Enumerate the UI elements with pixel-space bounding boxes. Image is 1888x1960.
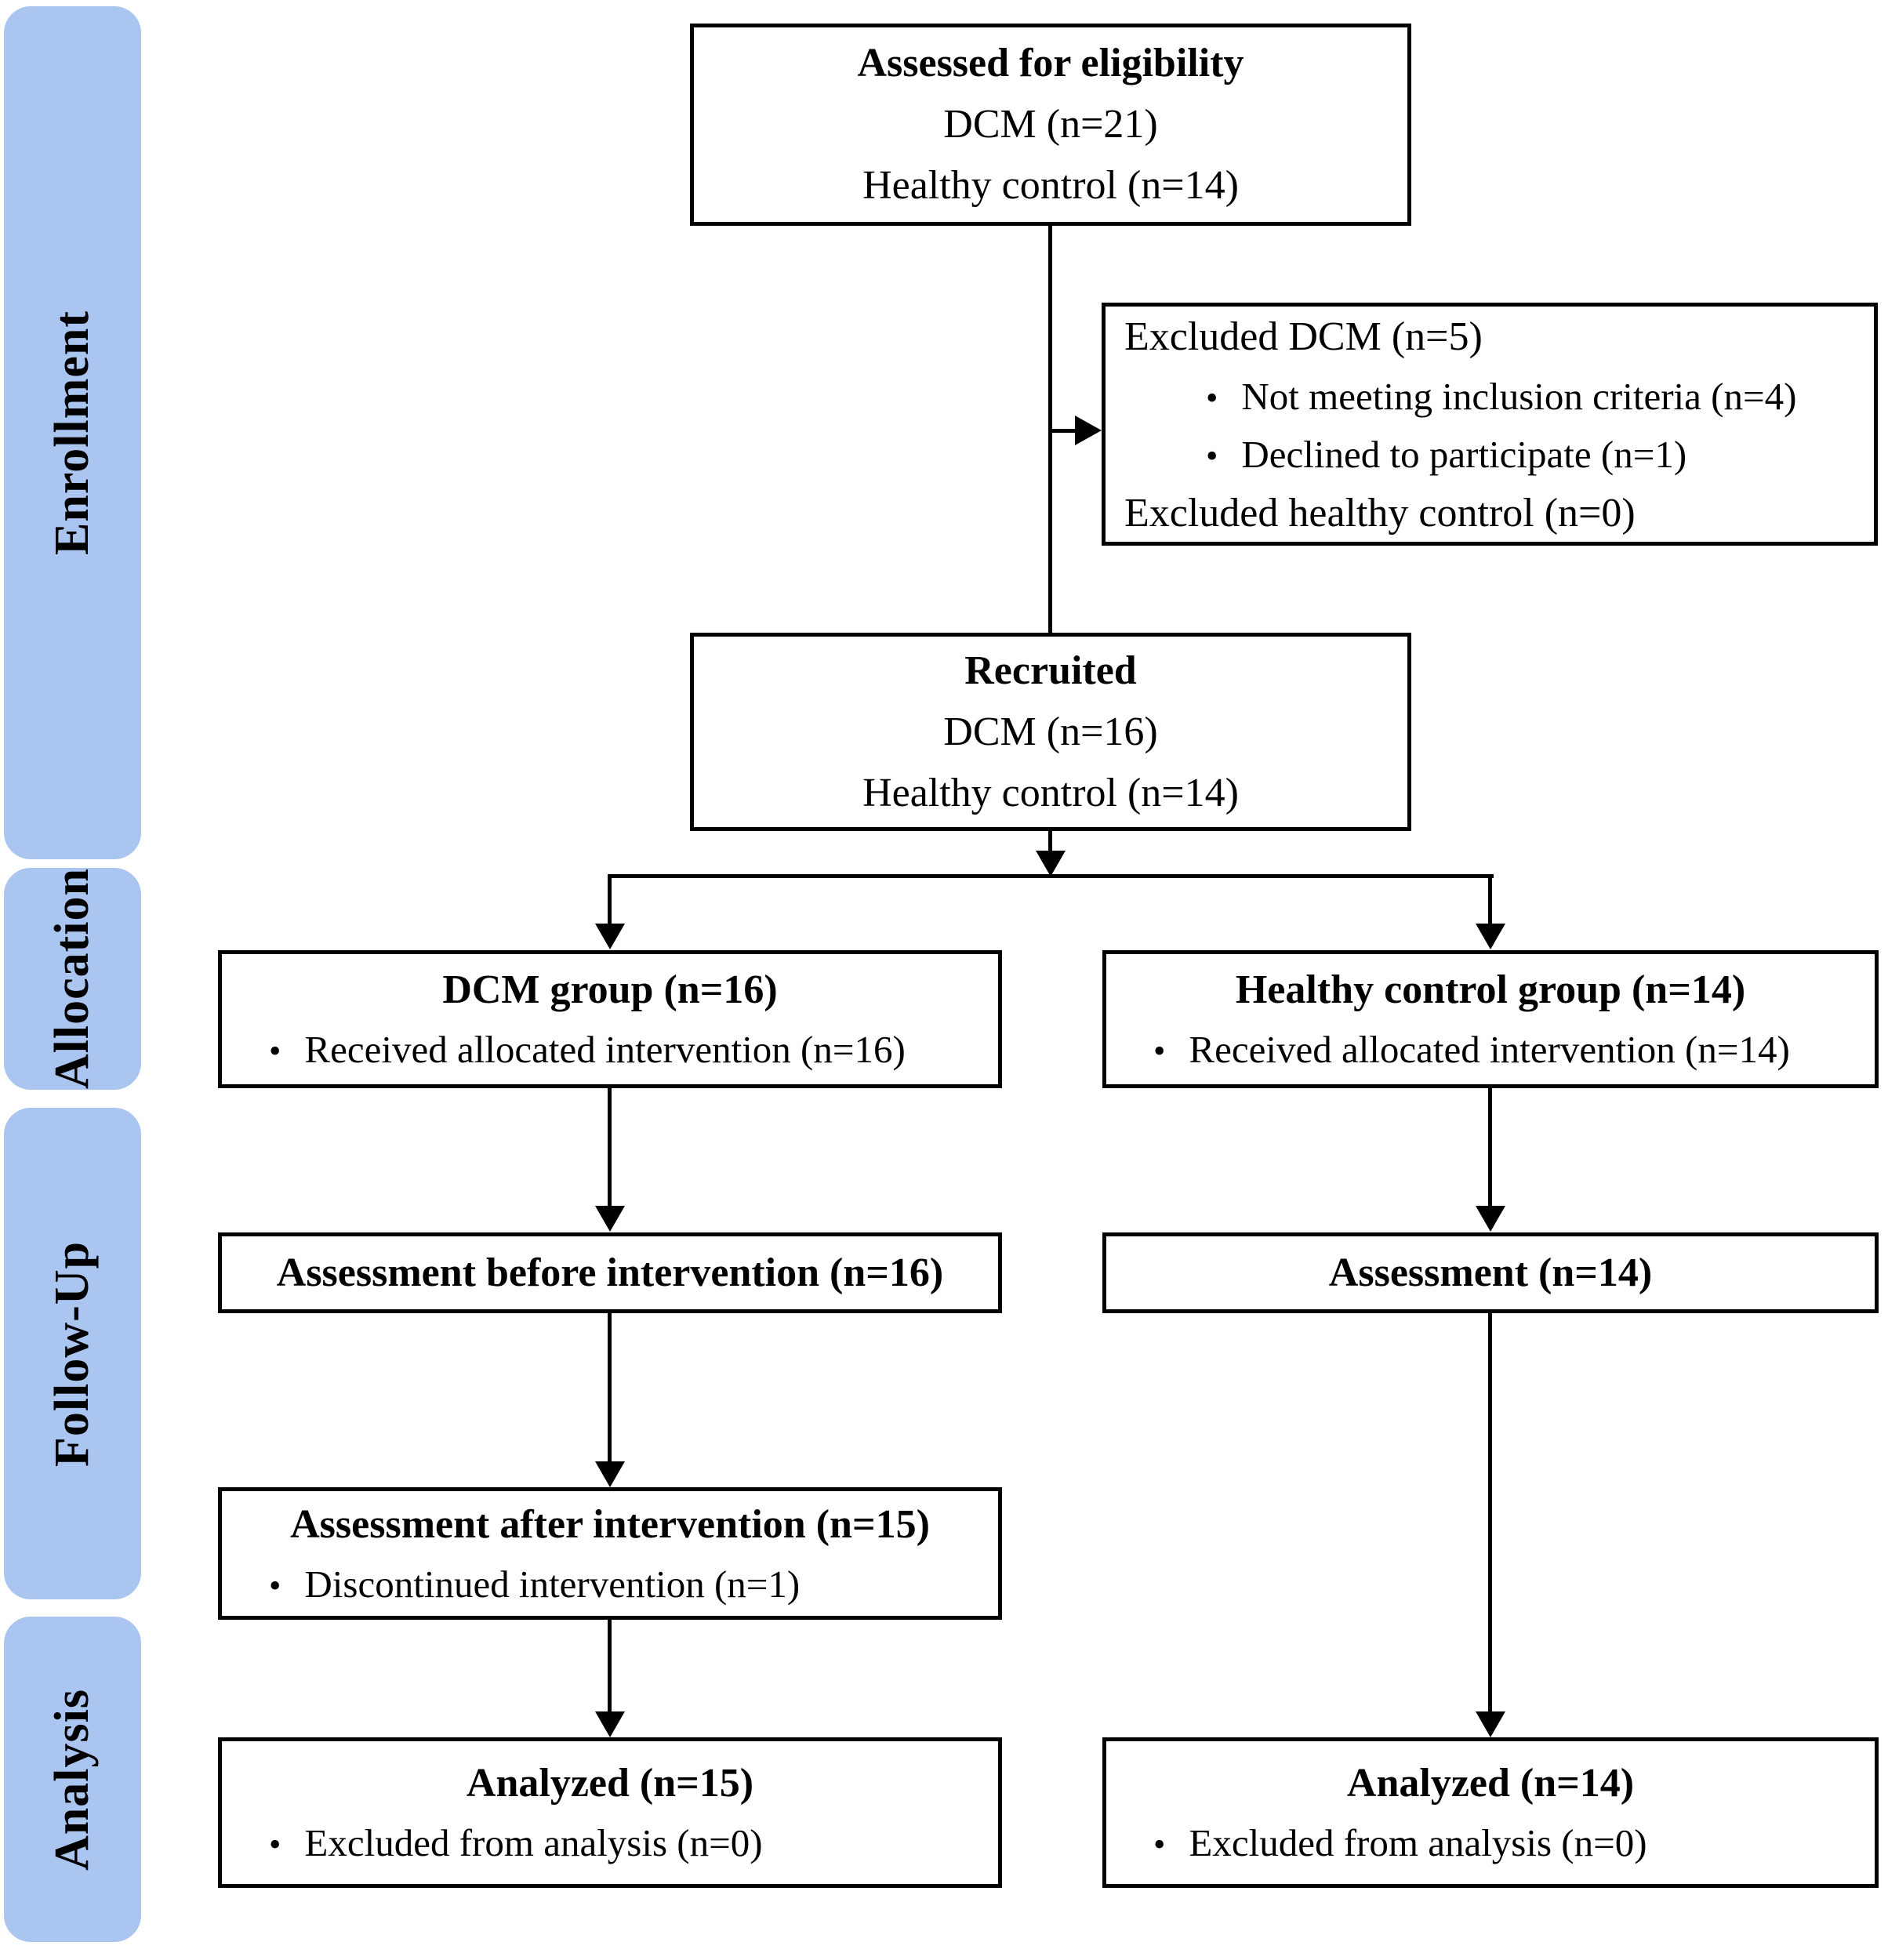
excluded-dcm-line: Excluded DCM (n=5): [1124, 314, 1483, 359]
healthy-group-bullet: Received allocated intervention (n=14): [1106, 1021, 1875, 1079]
box-assessment-healthy: Assessment (n=14): [1102, 1232, 1879, 1313]
box-assessment-after-intervention: Assessment after intervention (n=15) Dis…: [218, 1487, 1002, 1620]
analyzed-healthy-bullet: Excluded from analysis (n=0): [1106, 1814, 1875, 1872]
box-analyzed-dcm: Analyzed (n=15) Excluded from analysis (…: [218, 1737, 1002, 1888]
analyzed-healthy-title: Analyzed (n=14): [1346, 1761, 1635, 1806]
arrowhead-into-assessment-before: [595, 1206, 625, 1232]
line-branch-to-excluded: [1051, 429, 1077, 433]
recruited-healthy-count: Healthy control (n=14): [862, 770, 1239, 815]
excluded-healthy-line: Excluded healthy control (n=0): [1124, 491, 1636, 535]
phase-tile-allocation: Allocation: [4, 868, 141, 1090]
line-assessed-to-recruited: [1048, 226, 1052, 633]
assessment-before-title: Assessment before intervention (n=16): [276, 1250, 944, 1295]
assessed-healthy-count: Healthy control (n=14): [862, 163, 1239, 208]
phase-tile-follow-up: Follow-Up: [4, 1108, 141, 1599]
dcm-group-bullet: Received allocated intervention (n=16): [222, 1021, 998, 1079]
excluded-reason-inclusion: Not meeting inclusion criteria (n=4): [1106, 368, 1874, 426]
recruited-title: Recruited: [964, 648, 1137, 693]
box-analyzed-healthy: Analyzed (n=14) Excluded from analysis (…: [1102, 1737, 1879, 1888]
arrowhead-into-analyzed-healthy: [1476, 1711, 1505, 1737]
line-split-to-dcm-group: [608, 877, 612, 925]
line-assessment-after-to-analyzed: [608, 1620, 612, 1714]
phase-label-analysis: Analysis: [45, 1688, 99, 1871]
arrowhead-into-excluded: [1075, 416, 1102, 445]
line-dcm-group-to-assessment-before: [608, 1088, 612, 1207]
analyzed-dcm-title: Analyzed (n=15): [466, 1761, 754, 1806]
line-split-to-healthy-group: [1488, 877, 1492, 925]
dcm-group-title: DCM group (n=16): [442, 967, 778, 1013]
arrowhead-into-healthy-group: [1476, 924, 1505, 949]
box-recruited: Recruited DCM (n=16) Healthy control (n=…: [690, 633, 1411, 831]
arrowhead-into-assessment-healthy: [1476, 1206, 1505, 1232]
box-assessed-for-eligibility: Assessed for eligibility DCM (n=21) Heal…: [690, 24, 1411, 226]
phase-tile-enrollment: Enrollment: [4, 6, 141, 859]
dcm-group-bullet-text: Received allocated intervention (n=16): [304, 1028, 906, 1072]
healthy-group-title: Healthy control group (n=14): [1235, 967, 1746, 1013]
split-bar: [608, 874, 1494, 878]
line-healthy-group-to-assessment: [1488, 1088, 1492, 1207]
box-dcm-group: DCM group (n=16) Received allocated inte…: [218, 950, 1002, 1088]
arrowhead-into-split-bar: [1036, 851, 1066, 877]
box-assessment-before-intervention: Assessment before intervention (n=16): [218, 1232, 1002, 1313]
box-excluded: Excluded DCM (n=5) Not meeting inclusion…: [1102, 303, 1878, 546]
phase-tile-analysis: Analysis: [4, 1617, 141, 1942]
healthy-group-bullet-text: Received allocated intervention (n=14): [1189, 1028, 1790, 1072]
line-assessment-healthy-to-analyzed: [1488, 1313, 1492, 1714]
phase-label-allocation: Allocation: [45, 868, 99, 1090]
assessed-dcm-count: DCM (n=21): [943, 102, 1158, 147]
excluded-reason-inclusion-text: Not meeting inclusion criteria (n=4): [1241, 375, 1797, 418]
assessment-healthy-title: Assessment (n=14): [1328, 1250, 1653, 1295]
phase-label-enrollment: Enrollment: [45, 310, 99, 555]
line-assessment-before-to-after: [608, 1313, 612, 1464]
assessment-after-title: Assessment after intervention (n=15): [290, 1501, 930, 1547]
analyzed-healthy-bullet-text: Excluded from analysis (n=0): [1189, 1821, 1647, 1865]
arrowhead-into-assessment-after: [595, 1461, 625, 1487]
excluded-reason-declined: Declined to participate (n=1): [1106, 426, 1874, 484]
assessment-after-bullet-text: Discontinued intervention (n=1): [304, 1562, 801, 1606]
assessment-after-bullet: Discontinued intervention (n=1): [222, 1555, 998, 1613]
arrowhead-into-dcm-group: [595, 924, 625, 949]
line-recruited-to-split: [1048, 831, 1052, 853]
arrowhead-into-analyzed-dcm: [595, 1711, 625, 1737]
assessed-title: Assessed for eligibility: [857, 41, 1244, 85]
box-healthy-control-group: Healthy control group (n=14) Received al…: [1102, 950, 1879, 1088]
analyzed-dcm-bullet: Excluded from analysis (n=0): [222, 1814, 998, 1872]
analyzed-dcm-bullet-text: Excluded from analysis (n=0): [304, 1821, 763, 1865]
recruited-dcm-count: DCM (n=16): [943, 709, 1158, 754]
excluded-reason-declined-text: Declined to participate (n=1): [1241, 432, 1687, 476]
phase-label-follow-up: Follow-Up: [45, 1240, 99, 1467]
